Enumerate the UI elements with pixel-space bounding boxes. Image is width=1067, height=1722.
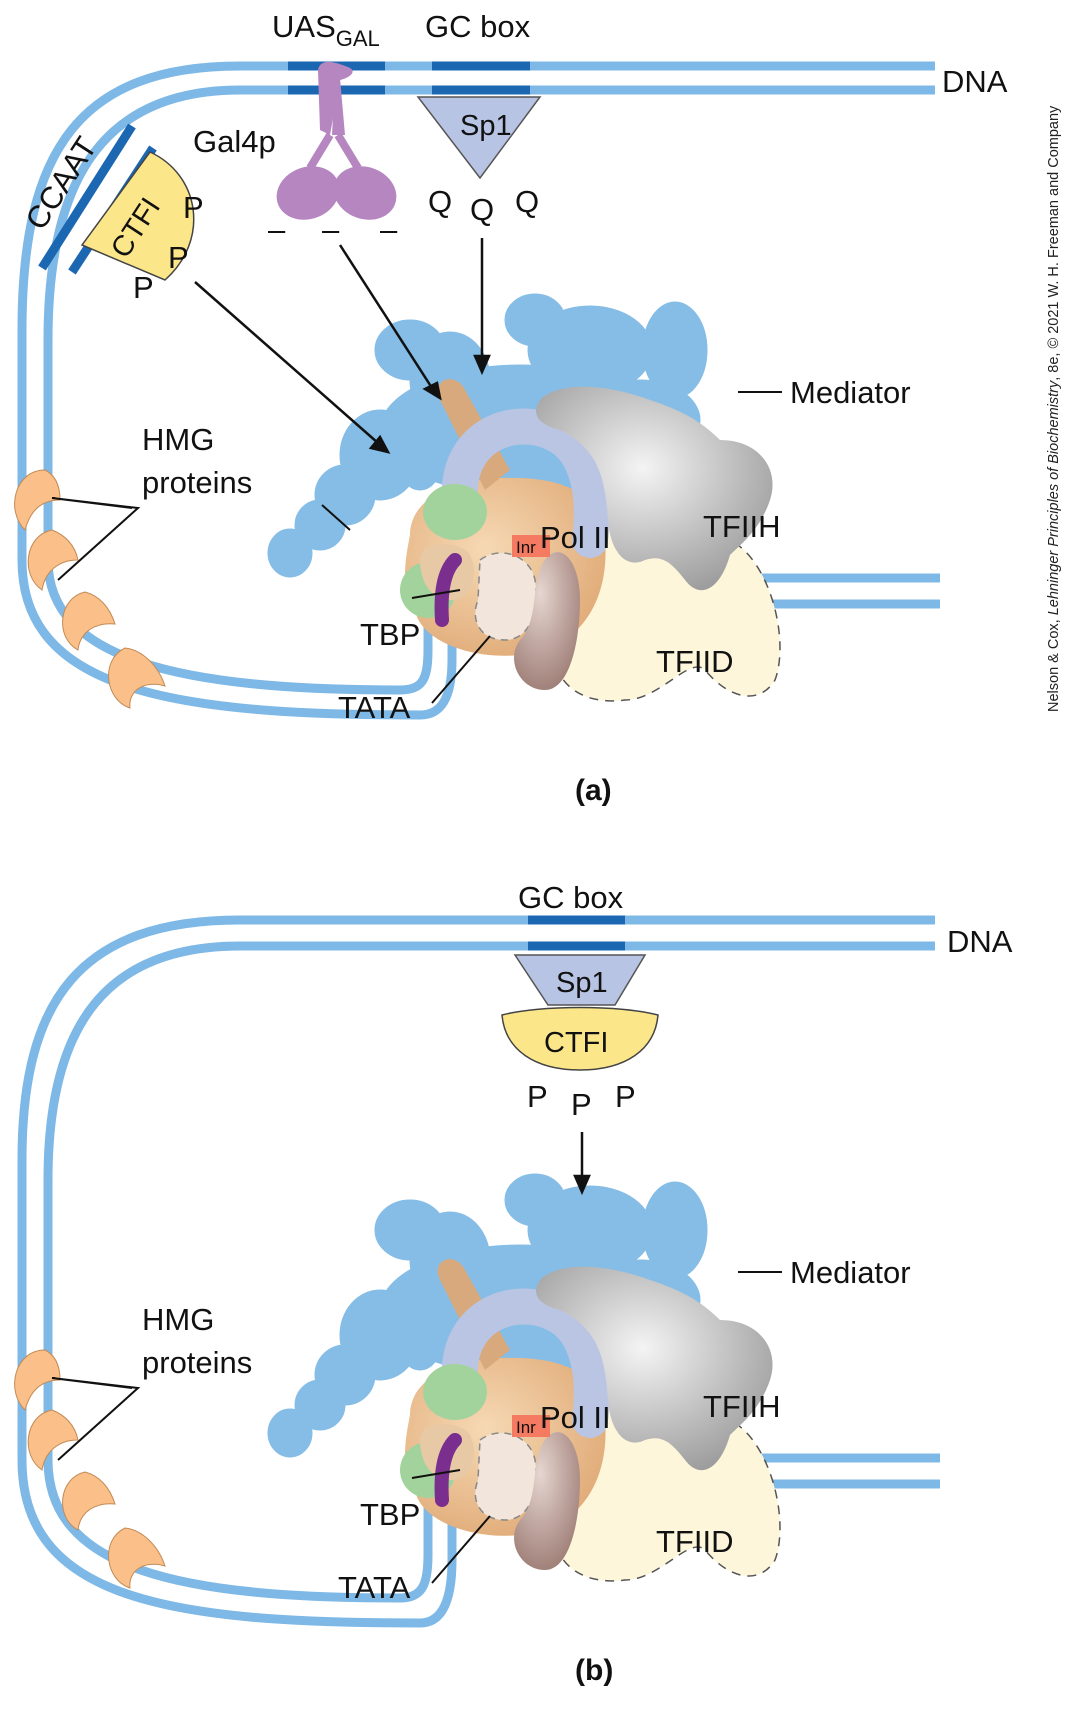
glutamine-3: Q xyxy=(515,184,539,219)
gal4p-charge-1: – xyxy=(268,212,286,247)
mediator-label-a: Mediator xyxy=(790,375,911,410)
leader-lines-a xyxy=(51,391,782,704)
hmg-label-line2-b: proteins xyxy=(142,1345,252,1380)
panel-label-a: (a) xyxy=(575,774,612,807)
ctfi-phospho-2-b: P xyxy=(571,1087,592,1122)
ctfi-phospho-2-a: P xyxy=(168,240,189,275)
credit-rest: , 8e, © 2021 W. H. Freeman and Company xyxy=(1046,105,1062,381)
uas-gal-label: UASGAL xyxy=(272,9,380,51)
tfiid-label-b: TFIID xyxy=(656,1524,734,1559)
pol-ii-label-b: Pol II xyxy=(540,1400,611,1435)
transcription-complex-a xyxy=(268,294,780,701)
tbp-label-b: TBP xyxy=(360,1497,420,1532)
gal4p-charge-3: – xyxy=(380,212,398,247)
sp1-label-b: Sp1 xyxy=(556,967,608,999)
sp1-label-a: Sp1 xyxy=(460,110,512,142)
ctfi-protein-a xyxy=(80,151,195,281)
hmg-label-line1-a: HMG xyxy=(142,422,214,457)
tfiih-label-b: TFIIH xyxy=(703,1389,781,1424)
gc-box-label-b: GC box xyxy=(518,880,624,915)
activation-arrow-b xyxy=(573,1132,591,1196)
tfiih-label-a: TFIIH xyxy=(703,509,781,544)
panel-a: UASGAL GC box DNA CCAAT CTFI P P P Gal4p… xyxy=(14,9,1008,807)
ctfi-protein-b xyxy=(501,1006,659,1071)
tata-label-b: TATA xyxy=(338,1570,411,1605)
gc-box-label-a: GC box xyxy=(425,9,531,44)
hmg-label-line2-a: proteins xyxy=(142,465,252,500)
glutamine-2: Q xyxy=(470,192,494,227)
pol-ii-label-a: Pol II xyxy=(540,520,611,555)
sp1-protein-a xyxy=(416,96,542,180)
hmg-proteins-a xyxy=(14,469,166,709)
credit-book-title: Lehninger Principles of Biochemistry xyxy=(1046,380,1062,616)
gal4p-label: Gal4p xyxy=(193,124,276,159)
mediator-label-b: Mediator xyxy=(790,1255,911,1290)
inr-label-a: Inr xyxy=(516,538,536,557)
panel-label-b: (b) xyxy=(575,1654,613,1687)
ctfi-label-b: CTFI xyxy=(544,1027,608,1059)
dna-label-a: DNA xyxy=(942,64,1008,99)
ctfi-phospho-1-a: P xyxy=(183,190,204,225)
tbp-label-a: TBP xyxy=(360,617,420,652)
activation-arrows-a xyxy=(194,238,491,454)
dna-elements-b xyxy=(528,915,625,951)
leader-lines-b xyxy=(51,1271,782,1584)
glutamine-1: Q xyxy=(428,184,452,219)
dna-label-b: DNA xyxy=(947,924,1013,959)
tata-label-a: TATA xyxy=(338,690,411,725)
panel-b: GC box DNA Sp1 CTFI P P P Mediator TFIIH… xyxy=(14,880,1013,1687)
hmg-label-line1-b: HMG xyxy=(142,1302,214,1337)
credit-authors: Nelson & Cox, xyxy=(1046,615,1062,712)
gal4p-protein xyxy=(276,61,397,220)
ctfi-phospho-3-b: P xyxy=(615,1079,636,1114)
ctfi-phospho-1-b: P xyxy=(527,1079,548,1114)
sp1-protein-b xyxy=(513,954,647,1006)
gal4p-charge-2: – xyxy=(322,212,340,247)
transcription-complex-b xyxy=(268,1174,780,1581)
tfiid-label-a: TFIID xyxy=(656,644,734,679)
hmg-proteins-b xyxy=(14,1349,166,1589)
inr-label-b: Inr xyxy=(516,1418,536,1437)
ctfi-phospho-3-a: P xyxy=(133,270,154,305)
